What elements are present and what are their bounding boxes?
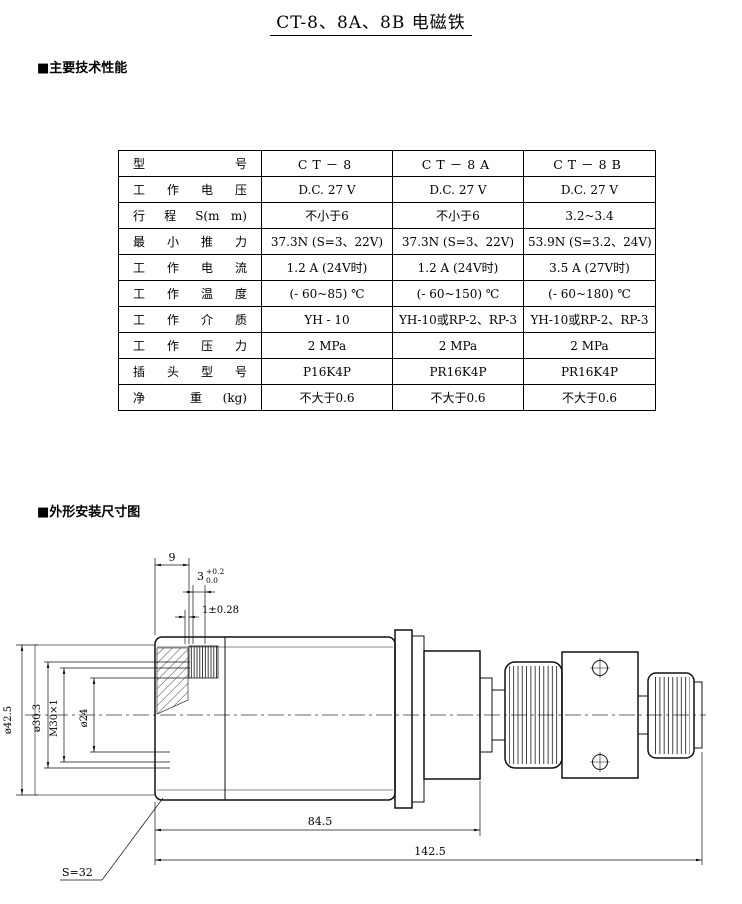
spec-value-cell: YH-10或RP-2、RP-3	[523, 306, 656, 333]
spec-value-cell: 37.3N (S=3、22V)	[261, 228, 393, 255]
dimension-3: 3 +0.2 0.0	[183, 567, 224, 644]
spec-table: 型 号 CT－8 CT－8A CT－8B 工 作 电 压 D.C. 27 V D…	[118, 150, 656, 411]
spec-value-cell: 37.3N (S=3、22V)	[392, 228, 524, 255]
dimension-dia-42-5: ø42.5	[3, 644, 38, 796]
dim-1-label: 1±0.28	[202, 605, 239, 616]
thread-m30-label: M30×1	[49, 699, 60, 737]
spec-value-cell: 1.2 A (24V时)	[261, 254, 393, 281]
dimension-thread-m30: M30×1	[49, 667, 190, 763]
dim-142-5-label: 142.5	[414, 845, 446, 858]
dimension-dia-24: ø24	[79, 677, 190, 753]
spec-value-cell: 不大于0.6	[392, 384, 524, 411]
spec-value-cell: CT－8	[261, 150, 393, 177]
spec-value-cell: 53.9N (S=3.2、24V)	[523, 228, 656, 255]
wrench-size-label: S=32	[62, 866, 93, 879]
spec-value-cell: (- 60~85) ℃	[261, 280, 393, 307]
spec-value-cell: 2 MPa	[523, 332, 656, 359]
thread-bushing	[188, 645, 219, 679]
table-row: 工 作 电 流 1.2 A (24V时) 1.2 A (24V时) 3.5 A …	[118, 254, 656, 281]
spec-value-cell: (- 60~150) ℃	[392, 280, 524, 307]
dia-42-5-label: ø42.5	[3, 706, 14, 734]
flange-ring-outer	[394, 629, 413, 809]
dim-3-tol-upper: +0.2	[206, 567, 224, 576]
spec-label-cell: 插 头 型 号	[118, 358, 262, 385]
spec-label-cell: 净 重(kg)	[118, 384, 262, 411]
dim-3-tol-lower: 0.0	[206, 576, 218, 585]
table-row: 型 号 CT－8 CT－8A CT－8B	[118, 150, 656, 177]
spec-value-cell: D.C. 27 V	[523, 176, 656, 203]
spec-value-cell: 3.5 A (27V时)	[523, 254, 656, 281]
spec-value-cell: CT－8A	[392, 150, 524, 177]
section-heading-drawing: ■外形安装尺寸图	[37, 505, 141, 520]
page-title: CT-8、8A、8B 电磁铁	[0, 8, 742, 36]
dimension-dia-30-3: ø30.3	[32, 661, 190, 769]
spec-value-cell: YH-10或RP-2、RP-3	[392, 306, 524, 333]
table-row: 工 作 电 压 D.C. 27 V D.C. 27 V D.C. 27 V	[118, 176, 656, 203]
spec-value-cell: CT－8B	[523, 150, 656, 177]
spec-value-cell: 1.2 A (24V时)	[392, 254, 524, 281]
coupling-nut	[504, 661, 563, 769]
table-row: 插 头 型 号 P16K4P PR16K4P PR16K4P	[118, 358, 656, 385]
dia-30-3-label: ø30.3	[32, 704, 43, 732]
spec-value-cell: 2 MPa	[392, 332, 524, 359]
table-row: 工 作 压 力 2 MPa 2 MPa 2 MPa	[118, 332, 656, 359]
spec-value-cell: (- 60~180) ℃	[523, 280, 656, 307]
rear-connector	[637, 672, 703, 759]
spec-label-cell: 行 程 S(m m)	[118, 202, 262, 229]
dim-3-label: 3	[197, 570, 204, 583]
section-hatch	[156, 647, 189, 715]
spec-label-cell: 最 小 推 力	[118, 228, 262, 255]
dim-9-label: 9	[169, 551, 176, 564]
spec-value-cell: YH - 10	[261, 306, 393, 333]
spec-value-cell: PR16K4P	[523, 358, 656, 385]
spec-value-cell: 不大于0.6	[523, 384, 656, 411]
spec-value-cell: 2 MPa	[261, 332, 393, 359]
table-row: 最 小 推 力 37.3N (S=3、22V) 37.3N (S=3、22V) …	[118, 228, 656, 255]
spec-value-cell: 不小于6	[261, 202, 393, 229]
table-row: 行 程 S(m m) 不小于6 不小于6 3.2~3.4	[118, 202, 656, 229]
spec-label-cell: 工 作 温 度	[118, 280, 262, 307]
flange-ring-inner	[411, 635, 425, 803]
table-row: 工 作 温 度 (- 60~85) ℃ (- 60~150) ℃ (- 60~1…	[118, 280, 656, 307]
dia-24-label: ø24	[79, 709, 90, 728]
table-row: 工 作 介 质 YH - 10 YH-10或RP-2、RP-3 YH-10或RP…	[118, 306, 656, 333]
table-row: 净 重(kg) 不大于0.6 不大于0.6 不大于0.6	[118, 384, 656, 411]
wrench-size-callout: S=32	[60, 797, 164, 881]
dimension-9: 9	[154, 551, 190, 644]
page-title-text: CT-8、8A、8B 电磁铁	[270, 13, 472, 36]
spec-label-cell: 工 作 压 力	[118, 332, 262, 359]
spec-value-cell: P16K4P	[261, 358, 393, 385]
spec-label-cell: 型 号	[118, 150, 262, 177]
spec-label-cell: 工 作 电 流	[118, 254, 262, 281]
spec-value-cell: D.C. 27 V	[261, 176, 393, 203]
dimension-142-5: 142.5	[154, 752, 703, 865]
dim-84-5-label: 84.5	[308, 815, 333, 828]
section-heading-specs: ■主要技术性能	[37, 61, 128, 76]
spec-value-cell: 不大于0.6	[261, 384, 393, 411]
solenoid-body	[154, 636, 396, 801]
spec-label-cell: 工 作 电 压	[118, 176, 262, 203]
dimension-drawing: 9 3 +0.2 0.0 1±0.28 ø42.5	[3, 551, 706, 881]
dimension-84-5: 84.5	[154, 781, 481, 865]
spec-value-cell: PR16K4P	[392, 358, 524, 385]
spec-value-cell: 不小于6	[392, 202, 524, 229]
spec-value-cell: 3.2~3.4	[523, 202, 656, 229]
spec-value-cell: D.C. 27 V	[392, 176, 524, 203]
spec-label-cell: 工 作 介 质	[118, 306, 262, 333]
dimension-1: 1±0.28	[175, 605, 239, 644]
